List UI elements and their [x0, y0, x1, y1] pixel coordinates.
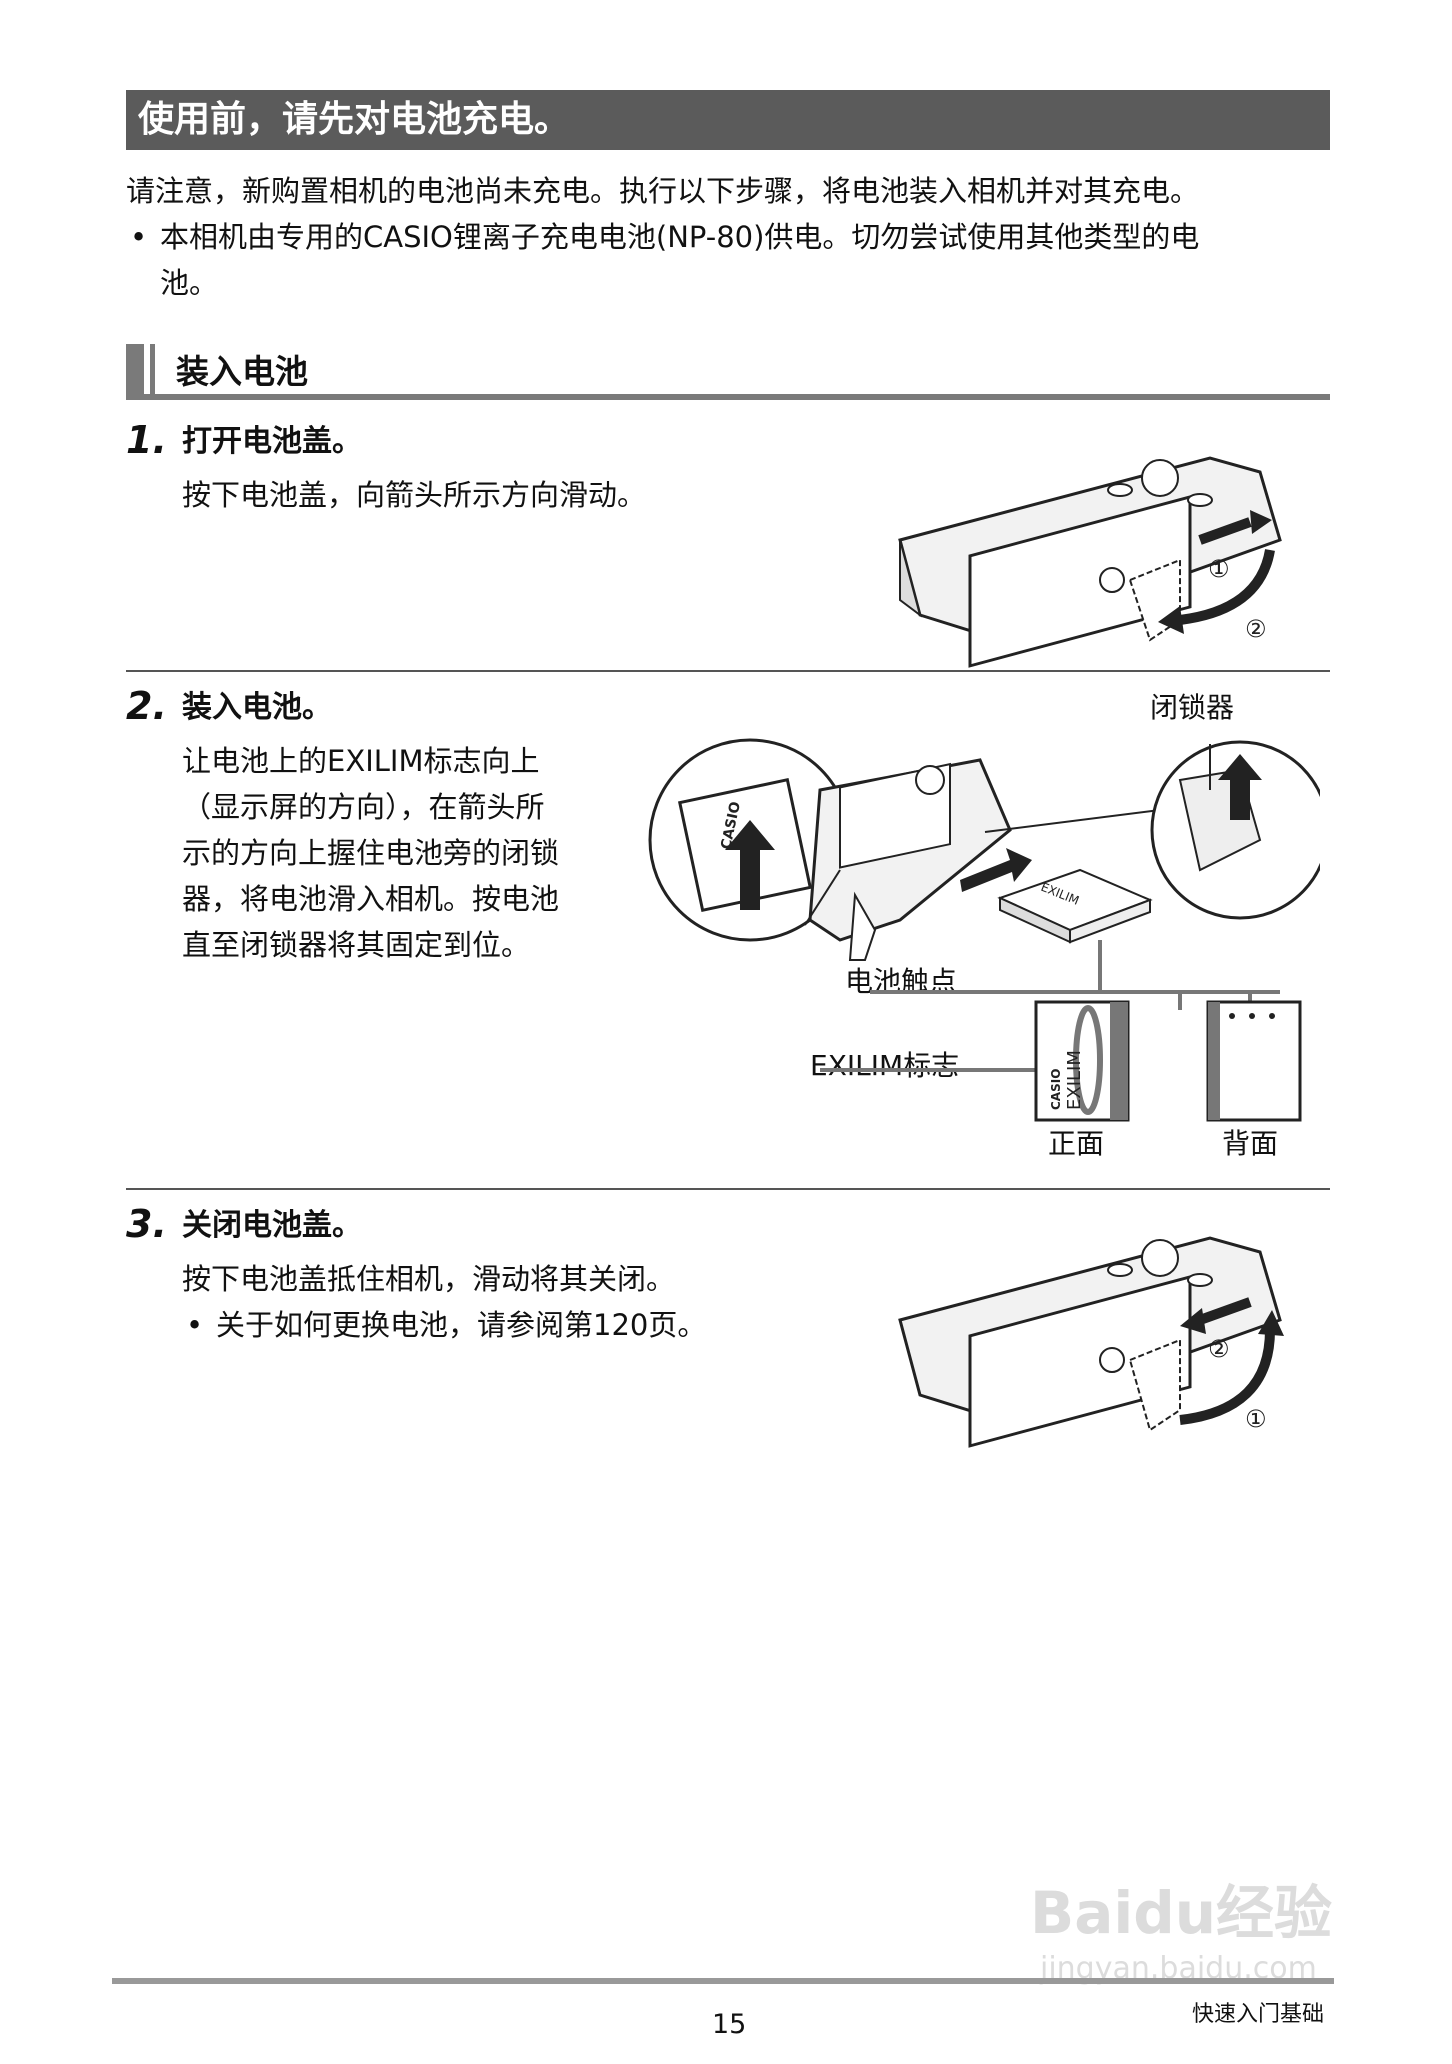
latch-label: 闭锁器 [1150, 691, 1235, 724]
camera-screen [968, 495, 1192, 668]
insert-battery-illustration: CASIO EXILIM CASIO EXILIM [648, 738, 1320, 1122]
open-cover-illustration: ① ② [898, 456, 1282, 668]
svg-text:CASIO: CASIO [1049, 1069, 1063, 1110]
step-divider [126, 1188, 1330, 1190]
circle-number-1: ① [1245, 1405, 1267, 1433]
step-text: 按下电池盖抵住相机，滑动将其关闭。 [182, 1262, 676, 1296]
arrow-icon [1198, 517, 1252, 545]
step-number: 2. [126, 684, 167, 728]
circle-number-1: ① [1208, 555, 1230, 583]
step-text: 直至闭锁器将其固定到位。 [182, 928, 531, 962]
circle-number-2: ② [1208, 1335, 1230, 1363]
logo-label: EXILIM标志 [810, 1049, 960, 1082]
step-title: 装入电池。 [182, 690, 332, 725]
back-label: 背面 [1222, 1127, 1279, 1160]
battery-back [1206, 1000, 1302, 1122]
intro-text: 请注意，新购置相机的电池尚未充电。执行以下步骤，将电池装入相机并对其充电。 [126, 174, 1200, 208]
footer-rule [112, 1978, 1334, 1984]
watermark-logo: Baidu经验 [1030, 1879, 1333, 1947]
step-number: 3. [126, 1202, 167, 1246]
section-title: 装入电池 [176, 352, 308, 391]
step-bullet-text: 关于如何更换电池，请参阅第120页。 [216, 1308, 707, 1342]
intro-bullet-line2: 池。 [160, 266, 219, 300]
camera-dial [1141, 1239, 1179, 1277]
title-bar [126, 90, 1330, 150]
bullet-dot: • [186, 1308, 204, 1342]
intro-bullet-line1: 本相机由专用的CASIO锂离子充电电池(NP-80)供电。切勿尝试使用其他类型的… [160, 220, 1200, 254]
front-label: 正面 [1048, 1127, 1105, 1160]
page-title: 使用前，请先对电池充电。 [138, 99, 571, 140]
close-cover-illustration: ② ① [898, 1236, 1284, 1448]
step-title: 打开电池盖。 [182, 424, 362, 459]
step-text: （显示屏的方向），在箭头所 [182, 790, 545, 824]
step-number: 1. [126, 418, 167, 462]
arrow-icon [1179, 549, 1275, 625]
up-arrow-icon [725, 820, 775, 910]
section-marker [126, 344, 144, 396]
step-divider [126, 670, 1330, 672]
step-text: 器，将电池滑入相机。按电池 [182, 882, 560, 916]
footer-section-name: 快速入门基础 [1192, 2002, 1325, 2027]
arrow-icon [1179, 1329, 1275, 1425]
step-text: 示的方向上握住电池旁的闭锁 [182, 836, 560, 870]
svg-text:EXILIM: EXILIM [1064, 1050, 1085, 1110]
arrow-icon [1198, 1297, 1252, 1325]
circle-number-2: ② [1245, 615, 1267, 643]
section-marker-thin [150, 344, 155, 396]
page-number: 15 [712, 2009, 747, 2040]
camera-dial [1141, 459, 1179, 497]
step-text: 让电池上的EXILIM标志向上 [182, 744, 540, 778]
step-text: 按下电池盖，向箭头所示方向滑动。 [182, 478, 647, 512]
battery-cover [1128, 1338, 1181, 1432]
step-title: 关闭电池盖。 [182, 1208, 362, 1243]
bullet-dot: • [130, 220, 148, 254]
insert-arrow-icon [960, 848, 1032, 892]
section-underline [126, 394, 1330, 400]
latch-arrow-icon [1218, 754, 1262, 820]
camera-screen [968, 1275, 1192, 1448]
